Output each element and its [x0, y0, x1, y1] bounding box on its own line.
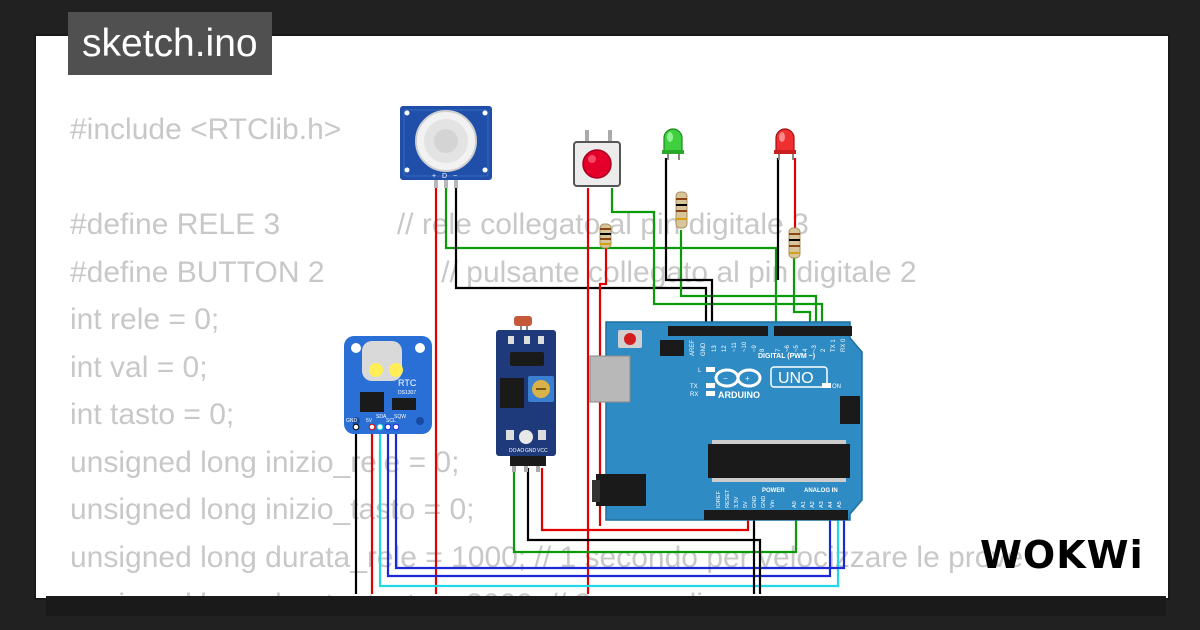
pin-label: A3 [819, 501, 825, 508]
rtc-module[interactable]: RTC DS1307 GND 5V SDA SCL SQW [344, 336, 432, 434]
wire-green[interactable] [792, 258, 812, 330]
wire-red[interactable] [540, 468, 750, 532]
ldr-pin-label: AO [517, 448, 524, 454]
pin-label: A0 [792, 501, 798, 508]
led-label: L [698, 368, 702, 374]
pir-pin-label: − [453, 173, 457, 180]
wire-black[interactable] [526, 468, 762, 630]
rtc-title: RTC [398, 378, 417, 388]
ldr-pin-label: DO [509, 448, 517, 454]
wire-cyan[interactable] [378, 430, 840, 588]
pin-label: RX 0 [841, 338, 847, 352]
wokwi-logo[interactable]: WOKWi [978, 530, 1150, 578]
wire-black[interactable] [664, 158, 714, 330]
power-label: POWER [762, 488, 785, 494]
panel-shadow [46, 596, 1166, 616]
pin-label: 5V [743, 501, 749, 508]
code-line: int tasto = 0; [70, 398, 235, 431]
pin-label: A4 [828, 501, 834, 508]
svg-text:+: + [745, 374, 750, 383]
pin-label: 3.3V [734, 496, 740, 508]
arduino-logo-icon: − + [714, 368, 762, 388]
ldr-pin-label: VCC [537, 448, 548, 454]
pin-label: RESET [725, 489, 731, 508]
wire-blue[interactable] [386, 430, 832, 578]
pin-label: 12 [722, 345, 728, 352]
wire-green[interactable] [679, 230, 818, 330]
resistor[interactable] [599, 223, 612, 249]
led-red[interactable] [774, 128, 796, 160]
rtc-pin-label: SCL [386, 418, 396, 424]
pin-label: ~11 [732, 342, 738, 352]
pir-pin-label: + [432, 173, 436, 180]
analog-label: ANALOG IN [804, 488, 838, 494]
board-model: UNO [778, 370, 814, 387]
led-label: TX [690, 384, 698, 390]
pin-label: TX 1 [831, 339, 837, 352]
wire-blue[interactable] [394, 430, 846, 570]
wire-green[interactable] [610, 188, 824, 330]
led-green[interactable] [662, 128, 684, 160]
rtc-chip-label: DS1307 [398, 390, 416, 396]
push-button[interactable] [573, 130, 621, 187]
pin-label: 8 [760, 348, 766, 352]
code-line: #define BUTTON 2 // pulsante collegato a… [70, 255, 917, 289]
pin-label: ~3 [812, 344, 818, 352]
rtc-pin-label: SDA [376, 414, 387, 420]
code-line: #define RELE 3 // rele collegato al pin … [70, 208, 809, 241]
digital-label: DIGITAL (PWM ~) [758, 353, 815, 360]
pin-label: 4 [803, 348, 809, 352]
wire-black[interactable] [454, 176, 708, 330]
filename-tag[interactable]: sketch.ino [68, 12, 272, 75]
pin-label: Vin [770, 500, 776, 508]
pin-label: GND [761, 496, 767, 508]
code-line: #include <RTClib.h> [70, 113, 342, 146]
code-line: int val = 0; [70, 350, 208, 384]
pin-label: A2 [810, 501, 816, 508]
wire-red[interactable] [598, 246, 608, 526]
pin-label: AREF [690, 340, 696, 356]
resistor[interactable] [788, 227, 801, 259]
pin-label: 13 [712, 345, 718, 352]
code-line: unsigned long inizio_rele = 0; [70, 445, 460, 479]
wires [354, 158, 846, 630]
code-line: int rele = 0; [70, 303, 220, 336]
pin-label: A1 [801, 501, 807, 508]
resistor[interactable] [675, 191, 688, 229]
pin-label: 2 [821, 348, 827, 352]
wire-green[interactable] [444, 176, 778, 330]
pir-sensor[interactable]: + D − [400, 106, 492, 188]
pin-label: ~9 [752, 344, 758, 352]
code-line: unsigned long durata_tasto = 3000; // 3 … [70, 588, 703, 598]
pin-label: A5 [837, 501, 843, 508]
on-label: ON [832, 384, 841, 390]
wire-green[interactable] [512, 468, 798, 554]
pin-label: ~6 [785, 344, 791, 352]
ldr-pin-label: GND [525, 448, 537, 454]
ldr-module[interactable]: DO AO GND VCC [496, 316, 556, 472]
rtc-pin-label: SQW [394, 414, 406, 420]
pin-label: ~5 [794, 344, 800, 352]
pin-label: GND [752, 496, 758, 508]
pin-label: 7 [776, 348, 782, 352]
pin-label: GND [701, 342, 707, 356]
rtc-pin-label: 5V [366, 418, 373, 424]
led-label: RX [690, 392, 698, 398]
board-brand: ARDUINO [718, 390, 760, 400]
arduino-uno-board[interactable]: AREF GND 13 12 ~11 ~10 ~9 8 7 ~6 ~5 4 ~3… [589, 321, 863, 521]
pin-label: IOREF [716, 491, 722, 508]
pin-label: ~10 [742, 341, 748, 352]
pir-pin-label: D [442, 173, 447, 180]
wokwi-logo-text: WOKWi [980, 533, 1144, 577]
code-line: unsigned long inizio_tasto = 0; [70, 493, 475, 526]
svg-text:−: − [723, 374, 728, 383]
rtc-pin-label: GND [346, 418, 358, 424]
